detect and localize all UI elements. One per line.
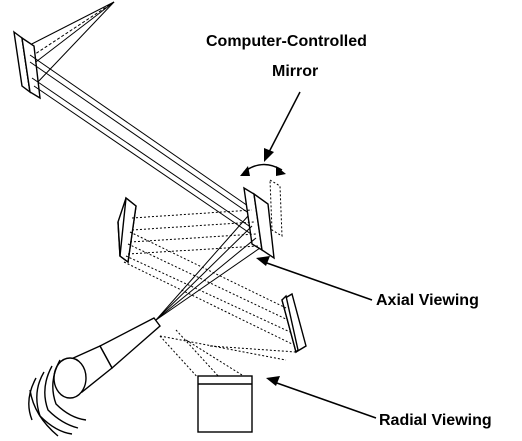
- top-left-mirror: [13, 30, 41, 100]
- mirror-alt-position: [269, 179, 283, 237]
- rotation-arrowheads: [240, 166, 286, 176]
- computer-controlled-label: Computer-Controlled: [206, 33, 367, 50]
- axial-viewing-label: Axial Viewing: [376, 292, 479, 309]
- mirror-pointer-arrow: [267, 91, 301, 155]
- axial-pointer-arrowhead: [256, 256, 270, 266]
- radial-dotted-beams: [123, 231, 293, 345]
- torch-beams: [155, 215, 261, 321]
- parallel-beam: [29, 54, 255, 237]
- mirror-pointer-arrowhead: [264, 148, 274, 162]
- lower-dotted-beams: [159, 329, 297, 381]
- mirror-label: Mirror: [272, 63, 319, 80]
- radial-pointer-arrowhead: [266, 376, 280, 386]
- right-lower-mirror: [281, 292, 307, 354]
- left-mirror: [117, 196, 137, 264]
- plasma-torch: [28, 317, 161, 437]
- axial-pointer-arrow: [263, 261, 373, 301]
- axial-dotted-beams: [127, 209, 259, 255]
- detector-box: [197, 375, 253, 433]
- incoming-beam: [19, 1, 115, 85]
- computer-controlled-mirror: [243, 186, 275, 260]
- radial-pointer-arrow: [273, 381, 377, 419]
- radial-viewing-label: Radial Viewing: [379, 412, 492, 429]
